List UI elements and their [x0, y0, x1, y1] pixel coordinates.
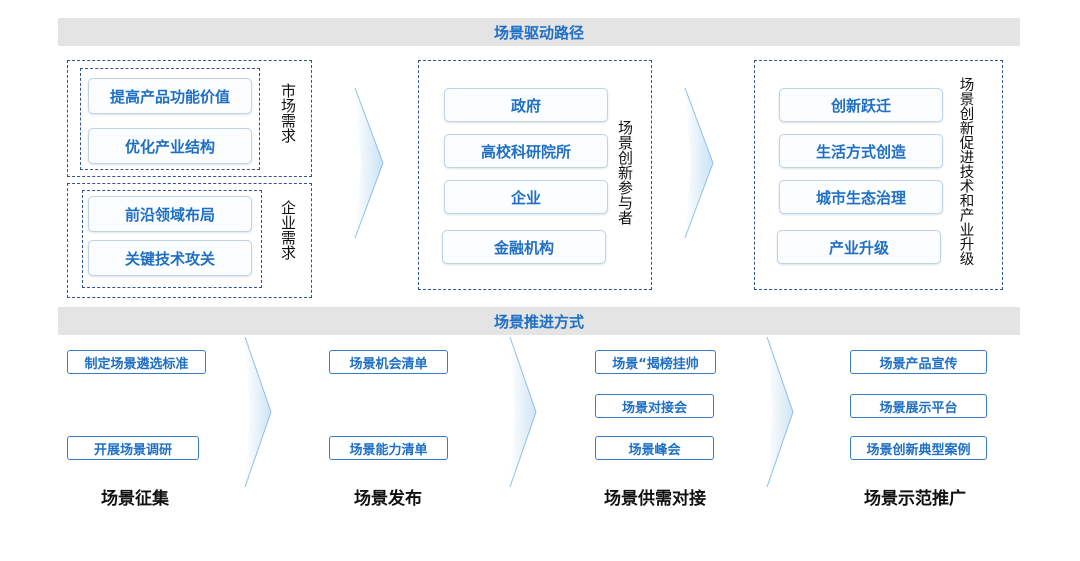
- enterprise-demand-inner: [82, 190, 262, 288]
- stage-arrow-1: [244, 336, 272, 488]
- stage2-name: 场景发布: [354, 489, 422, 509]
- market-demand-group: [67, 60, 312, 177]
- stage1-item-criteria: 制定场景遴选标准: [67, 350, 206, 374]
- stage3-item-matchmaking: 场景对接会: [595, 394, 714, 418]
- upgrade-innovation-leap: 创新跃迁: [779, 88, 943, 122]
- participants-label: 场景创新参与者: [616, 120, 634, 225]
- participants-group: [418, 60, 652, 290]
- stage2-item-opportunity-list: 场景机会清单: [329, 350, 448, 374]
- market-demand-label: 市场需求: [279, 83, 297, 143]
- stage3-name: 场景供需对接: [604, 489, 706, 509]
- flow-arrow-2: [684, 87, 714, 239]
- participant-finance: 金融机构: [442, 230, 606, 264]
- enterprise-demand-group: [67, 183, 312, 298]
- upgrade-lifestyle: 生活方式创造: [779, 134, 943, 168]
- stage-arrow-2: [509, 336, 537, 488]
- upgrade-label: 场景创新促进技术和产业升级: [957, 77, 974, 266]
- participant-universities: 高校科研院所: [444, 134, 608, 168]
- enterprise-item-key-tech: 关键技术攻关: [88, 240, 252, 276]
- stage1-name: 场景征集: [101, 489, 169, 509]
- stage4-name: 场景示范推广: [864, 489, 966, 509]
- stage2-item-capability-list: 场景能力清单: [329, 436, 448, 460]
- upgrade-urban-ecology: 城市生态治理: [779, 180, 943, 214]
- stage-arrow-3: [766, 336, 794, 488]
- participant-government: 政府: [444, 88, 608, 122]
- advance-method-title: 场景推进方式: [493, 312, 584, 331]
- market-item-product-value: 提高产品功能价值: [88, 78, 252, 114]
- flow-arrow-1: [354, 87, 384, 239]
- driving-path-title: 场景驱动路径: [493, 23, 584, 42]
- stage4-item-promotion: 场景产品宣传: [850, 350, 987, 374]
- upgrade-industry: 产业升级: [777, 230, 941, 264]
- stage1-item-survey: 开展场景调研: [67, 436, 199, 460]
- stage3-item-summit: 场景峰会: [595, 436, 714, 460]
- market-demand-inner: [80, 68, 260, 170]
- stage3-item-jiebang: 场景“揭榜挂帅: [595, 350, 716, 374]
- section-title-advance-method: 场景推进方式: [58, 307, 1020, 335]
- enterprise-item-frontier: 前沿领域布局: [88, 196, 252, 232]
- stage4-item-cases: 场景创新典型案例: [850, 436, 987, 460]
- section-title-driving-path: 场景驱动路径: [58, 18, 1020, 46]
- participant-enterprise: 企业: [444, 180, 608, 214]
- enterprise-demand-label: 企业需求: [279, 200, 297, 260]
- market-item-industry-structure: 优化产业结构: [88, 128, 252, 164]
- stage4-item-platform: 场景展示平台: [850, 394, 987, 418]
- upgrade-group: [754, 60, 1003, 290]
